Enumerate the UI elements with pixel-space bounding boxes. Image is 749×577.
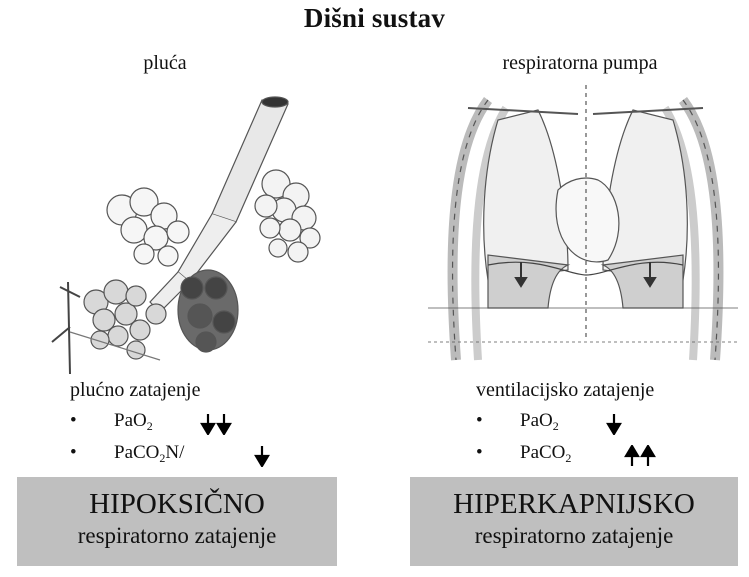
list-item: • PaCO2 — [476, 442, 736, 474]
list-item: • PaO2 — [70, 410, 330, 442]
list-item: • PaCO2N/ — [70, 442, 330, 474]
param-label: PaO2 — [114, 410, 153, 434]
bullet: • — [476, 410, 483, 432]
box-heading: HIPERKAPNIJSKO — [410, 487, 738, 521]
hypercapnic-failure-box: HIPERKAPNIJSKO respiratorno zatajenje — [410, 477, 738, 566]
right-heading: respiratorna pumpa — [470, 52, 690, 75]
bullet: • — [476, 442, 483, 464]
right-bullet-list: • PaO2 • PaCO2 — [476, 410, 736, 474]
right-failure-label: ventilacijsko zatajenje — [476, 379, 654, 402]
left-bullet-list: • PaO2 • PaCO2N/ — [70, 410, 330, 474]
box-subheading: respiratorno zatajenje — [410, 521, 738, 551]
left-failure-label: plućno zatajenje — [70, 379, 201, 402]
param-label: PaCO2N/ — [114, 442, 184, 466]
bullet: • — [70, 442, 77, 464]
bullet: • — [70, 410, 77, 432]
box-heading: HIPOKSIČNO — [17, 487, 337, 521]
double-down-arrow-icon — [200, 413, 236, 435]
down-arrow-icon — [254, 445, 274, 467]
lung-alveoli-illustration — [40, 92, 330, 377]
hypoxic-failure-box: HIPOKSIČNO respiratorno zatajenje — [17, 477, 337, 566]
box-subheading: respiratorno zatajenje — [17, 521, 337, 551]
double-up-arrow-icon — [624, 445, 660, 467]
left-heading: pluća — [100, 52, 230, 75]
down-arrow-icon — [606, 413, 626, 435]
thorax-respiratory-pump-illustration — [428, 80, 743, 370]
list-item: • PaO2 — [476, 410, 736, 442]
param-label: PaCO2 — [520, 442, 571, 466]
param-label: PaO2 — [520, 410, 559, 434]
diagram-title: Dišni sustav — [0, 3, 749, 34]
